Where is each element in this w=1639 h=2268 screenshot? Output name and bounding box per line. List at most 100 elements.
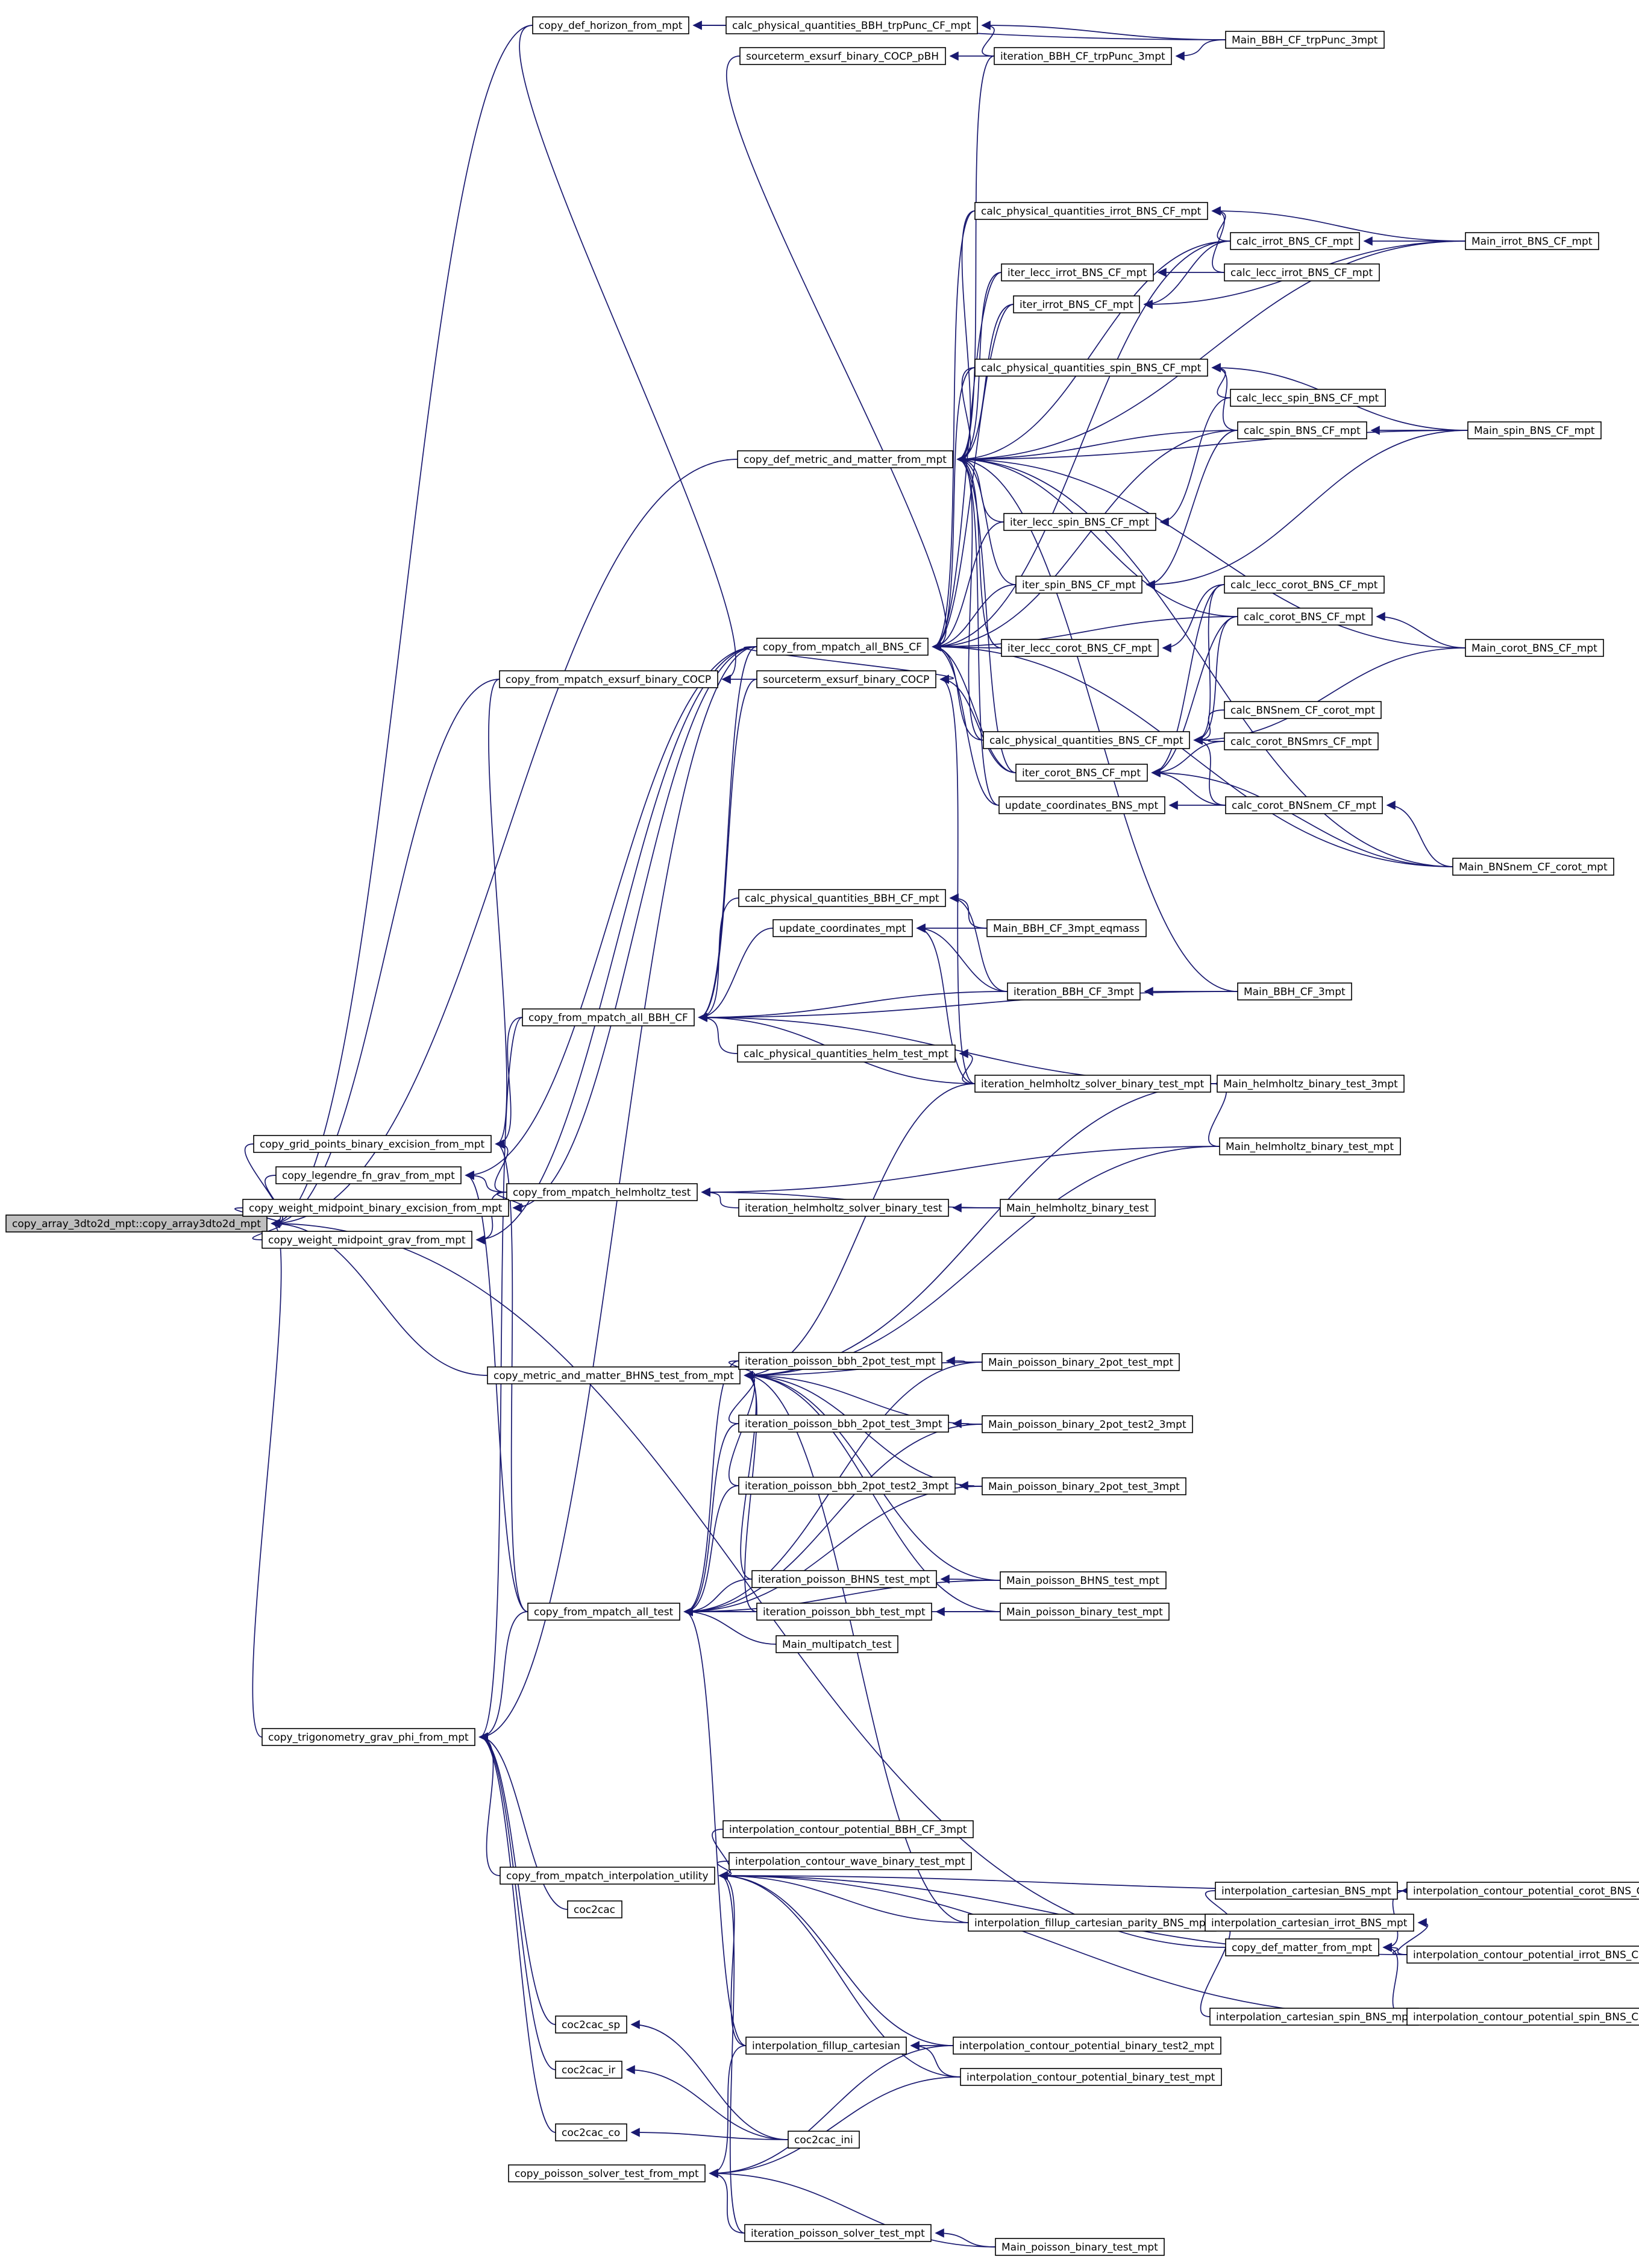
node-copy-def-matter-from-mpt[interactable]: copy_def_matter_from_mpt [1225,1938,1379,1956]
node-main-spin-bns-cf-mpt[interactable]: Main_spin_BNS_CF_mpt [1467,421,1602,439]
call-edge [1151,741,1225,777]
node-coc2cac[interactable]: coc2cac [567,1900,622,1918]
node-calc-physical-quantities-bbh-cf-mpt[interactable]: calc_physical_quantities_BBH_CF_mpt [738,889,946,907]
node-sourceterm-exsurf-binary-cocp-pbh[interactable]: sourceterm_exsurf_binary_COCP_pBH [739,47,946,65]
node-interpolation-contour-potential-corot-bns-cf-3mpt[interactable]: interpolation_contour_potential_corot_BN… [1406,1882,1639,1900]
node-main-bnsnem-cf-corot-mpt[interactable]: Main_BNSnem_CF_corot_mpt [1452,858,1614,876]
node-coc2cac-co[interactable]: coc2cac_co [555,2123,627,2141]
node-main-helmholtz-binary-test-3mpt[interactable]: Main_helmholtz_binary_test_3mpt [1217,1075,1405,1093]
node-iteration-poisson-solver-test-mpt[interactable]: iteration_poisson_solver_test_mpt [744,2224,932,2242]
node-interpolation-fillup-cartesian-parity-bns-mpt[interactable]: interpolation_fillup_cartesian_parity_BN… [968,1914,1217,1932]
call-edge [744,1146,1220,1380]
node-main-poisson-bhns-test-mpt[interactable]: Main_poisson_BHNS_test_mpt [1000,1571,1167,1589]
node-iter-spin-bns-cf-mpt[interactable]: iter_spin_BNS_CF_mpt [1015,576,1142,594]
node-iteration-helmholtz-solver-binary-test[interactable]: iteration_helmholtz_solver_binary_test [738,1199,949,1217]
node-calc-lecc-irrot-bns-cf-mpt[interactable]: calc_lecc_irrot_BNS_CF_mpt [1224,263,1380,281]
node-main-bbh-cf-3mpt-eqmass[interactable]: Main_BBH_CF_3mpt_eqmass [986,919,1147,937]
node-box [776,1635,898,1653]
node-iter-lecc-irrot-bns-cf-mpt[interactable]: iter_lecc_irrot_BNS_CF_mpt [1001,263,1154,281]
node-main-poisson-binary-2pot-test2-3mpt[interactable]: Main_poisson_binary_2pot_test2_3mpt [982,1415,1193,1433]
node-box [737,450,953,468]
node-calc-bnsnem-cf-corot-mpt[interactable]: calc_BNSnem_CF_corot_mpt [1224,701,1382,719]
node-copy-from-mpatch-all-bbh-cf[interactable]: copy_from_mpatch_all_BBH_CF [522,1008,695,1026]
node-main-irrot-bns-cf-mpt[interactable]: Main_irrot_BNS_CF_mpt [1465,232,1599,250]
node-update-coordinates-mpt[interactable]: update_coordinates_mpt [772,919,913,937]
node-iteration-poisson-bbh-2pot-test2-3mpt[interactable]: iteration_poisson_bbh_2pot_test2_3mpt [738,1477,956,1495]
node-main-multipatch-test[interactable]: Main_multipatch_test [776,1635,898,1653]
node-calc-spin-bns-cf-mpt[interactable]: calc_spin_BNS_CF_mpt [1237,421,1367,439]
node-iteration-poisson-bbh-test-mpt[interactable]: iteration_poisson_bbh_test_mpt [756,1603,932,1621]
node-update-coordinates-bns-mpt[interactable]: update_coordinates_BNS_mpt [998,796,1165,814]
node-copy-metric-and-matter-bhns-test-from-mpt[interactable]: copy_metric_and_matter_BHNS_test_from_mp… [487,1366,741,1384]
node-calc-physical-quantities-helm-test-mpt[interactable]: calc_physical_quantities_helm_test_mpt [737,1044,956,1063]
node-interpolation-fillup-cartesian[interactable]: interpolation_fillup_cartesian [745,2037,907,2055]
node-label: copy_from_mpatch_interpolation_utility [506,1870,709,1882]
node-coc2cac-ini[interactable]: coc2cac_ini [788,2131,860,2149]
node-calc-physical-quantities-spin-bns-cf-mpt[interactable]: calc_physical_quantities_spin_BNS_CF_mpt [974,359,1208,377]
node-iter-irrot-bns-cf-mpt[interactable]: iter_irrot_BNS_CF_mpt [1013,295,1140,313]
node-coc2cac-ir[interactable]: coc2cac_ir [555,2061,622,2079]
node-iteration-poisson-bbh-2pot-test-mpt[interactable]: iteration_poisson_bbh_2pot_test_mpt [738,1352,942,1370]
node-coc2cac-sp[interactable]: coc2cac_sp [555,2015,627,2034]
node-calc-corot-bnsmrs-cf-mpt[interactable]: calc_corot_BNSmrs_CF_mpt [1224,732,1379,750]
node-copy-def-metric-and-matter-from-mpt[interactable]: copy_def_metric_and_matter_from_mpt [737,450,953,468]
node-interpolation-contour-potential-bbh-cf-3mpt[interactable]: interpolation_contour_potential_BBH_CF_3… [722,1820,974,1838]
node-main-helmholtz-binary-test-mpt[interactable]: Main_helmholtz_binary_test_mpt [1219,1137,1401,1155]
node-iter-corot-bns-cf-mpt[interactable]: iter_corot_BNS_CF_mpt [1015,764,1148,782]
node-main-poisson-binary-2pot-test-3mpt[interactable]: Main_poisson_binary_2pot_test_3mpt [982,1477,1186,1495]
node-iter-lecc-corot-bns-cf-mpt[interactable]: iter_lecc_corot_BNS_CF_mpt [1001,639,1159,657]
node-copy-from-mpatch-interpolation-utility[interactable]: copy_from_mpatch_interpolation_utility [500,1867,715,1885]
call-edge [1211,206,1231,242]
node-main-corot-bns-cf-mpt[interactable]: Main_corot_BNS_CF_mpt [1465,639,1604,657]
node-calc-physical-quantities-bbh-trppunc-cf-mpt[interactable]: calc_physical_quantities_BBH_trpPunc_CF_… [725,16,978,34]
node-copy-def-horizon-from-mpt[interactable]: copy_def_horizon_from_mpt [532,16,689,34]
node-label: Main_BBH_CF_3mpt_eqmass [993,923,1139,935]
node-main-helmholtz-binary-test[interactable]: Main_helmholtz_binary_test [1000,1199,1156,1217]
node-calc-lecc-corot-bns-cf-mpt[interactable]: calc_lecc_corot_BNS_CF_mpt [1224,576,1385,594]
node-copy-trigonometry-grav-phi-from-mpt[interactable]: copy_trigonometry_grav_phi_from_mpt [262,1728,475,1746]
node-iteration-bbh-cf-3mpt[interactable]: iteration_BBH_CF_3mpt [1007,982,1141,1000]
node-copy-from-mpatch-all-test[interactable]: copy_from_mpatch_all_test [527,1603,680,1621]
node-interpolation-contour-wave-binary-test-mpt[interactable]: interpolation_contour_wave_binary_test_m… [729,1852,972,1870]
node-main-bbh-cf-trppunc-3mpt[interactable]: Main_BBH_CF_trpPunc_3mpt [1225,31,1385,49]
node-copy-from-mpatch-helmholtz-test[interactable]: copy_from_mpatch_helmholtz_test [506,1183,698,1201]
node-copy-array-3dto2d-mpt-copy-array3dto2d-mpt[interactable]: copy_array_3dto2d_mpt::copy_array3dto2d_… [5,1214,268,1233]
node-sourceterm-exsurf-binary-cocp[interactable]: sourceterm_exsurf_binary_COCP [756,670,936,688]
node-iter-lecc-spin-bns-cf-mpt[interactable]: iter_lecc_spin_BNS_CF_mpt [1003,513,1156,531]
node-iteration-poisson-bhns-test-mpt[interactable]: iteration_poisson_BHNS_test_mpt [751,1570,937,1588]
node-copy-weight-midpoint-grav-from-mpt[interactable]: copy_weight_midpoint_grav_from_mpt [262,1231,472,1249]
node-iteration-helmholtz-solver-binary-test-mpt[interactable]: iteration_helmholtz_solver_binary_test_m… [974,1075,1211,1093]
node-calc-physical-quantities-irrot-bns-cf-mpt[interactable]: calc_physical_quantities_irrot_BNS_CF_mp… [974,202,1208,220]
node-calc-irrot-bns-cf-mpt[interactable]: calc_irrot_BNS_CF_mpt [1230,232,1360,250]
call-edge [495,1017,523,1149]
node-copy-grid-points-binary-excision-from-mpt[interactable]: copy_grid_points_binary_excision_from_mp… [253,1135,492,1153]
node-calc-corot-bns-cf-mpt[interactable]: calc_corot_BNS_CF_mpt [1237,608,1373,626]
node-copy-legendre-fn-grav-from-mpt[interactable]: copy_legendre_fn_grav_from_mpt [275,1166,462,1184]
node-copy-from-mpatch-exsurf-binary-cocp[interactable]: copy_from_mpatch_exsurf_binary_COCP [499,670,718,688]
node-calc-physical-quantities-bns-cf-mpt[interactable]: calc_physical_quantities_BNS_CF_mpt [983,731,1190,749]
node-label: coc2cac_ir [562,2064,615,2076]
node-calc-lecc-spin-bns-cf-mpt[interactable]: calc_lecc_spin_BNS_CF_mpt [1230,389,1386,407]
node-main-poisson-binary-test-mpt[interactable]: Main_poisson_binary_test_mpt [995,2238,1165,2256]
node-label: calc_physical_quantities_BNS_CF_mpt [989,735,1183,747]
node-interpolation-cartesian-irrot-bns-mpt[interactable]: interpolation_cartesian_irrot_BNS_mpt [1205,1914,1414,1932]
node-calc-corot-bnsnem-cf-mpt[interactable]: calc_corot_BNSnem_CF_mpt [1225,796,1383,814]
node-interpolation-contour-potential-irrot-bns-cf-3mpt[interactable]: interpolation_contour_potential_irrot_BN… [1406,1946,1639,1964]
node-main-poisson-binary-test-mpt[interactable]: Main_poisson_binary_test_mpt [1000,1603,1170,1621]
node-interpolation-cartesian-bns-mpt[interactable]: interpolation_cartesian_BNS_mpt [1215,1882,1398,1900]
node-iteration-bbh-cf-trppunc-3mpt[interactable]: iteration_BBH_CF_trpPunc_3mpt [994,47,1172,65]
node-box [982,1415,1193,1433]
node-copy-poisson-solver-test-from-mpt[interactable]: copy_poisson_solver_test_from_mpt [508,2164,706,2182]
call-edge [932,240,1231,652]
call-edge [698,928,774,1022]
node-box [772,919,913,937]
node-main-bbh-cf-3mpt[interactable]: Main_BBH_CF_3mpt [1237,982,1352,1000]
node-interpolation-cartesian-spin-bns-mpt[interactable]: interpolation_cartesian_spin_BNS_mpt [1209,2008,1419,2026]
node-iteration-poisson-bbh-2pot-test-3mpt[interactable]: iteration_poisson_bbh_2pot_test_3mpt [738,1415,949,1433]
node-copy-weight-midpoint-binary-excision-from-mpt[interactable]: copy_weight_midpoint_binary_excision_fro… [242,1199,509,1217]
node-interpolation-contour-potential-spin-bns-cf-3mpt[interactable]: interpolation_contour_potential_spin_BNS… [1406,2008,1639,2026]
node-interpolation-contour-potential-binary-test-mpt[interactable]: interpolation_contour_potential_binary_t… [960,2068,1222,2086]
node-interpolation-contour-potential-binary-test2-mpt[interactable]: interpolation_contour_potential_binary_t… [953,2037,1221,2055]
node-copy-from-mpatch-all-bns-cf[interactable]: copy_from_mpatch_all_BNS_CF [756,638,929,656]
node-main-poisson-binary-2pot-test-mpt[interactable]: Main_poisson_binary_2pot_test_mpt [982,1353,1180,1371]
